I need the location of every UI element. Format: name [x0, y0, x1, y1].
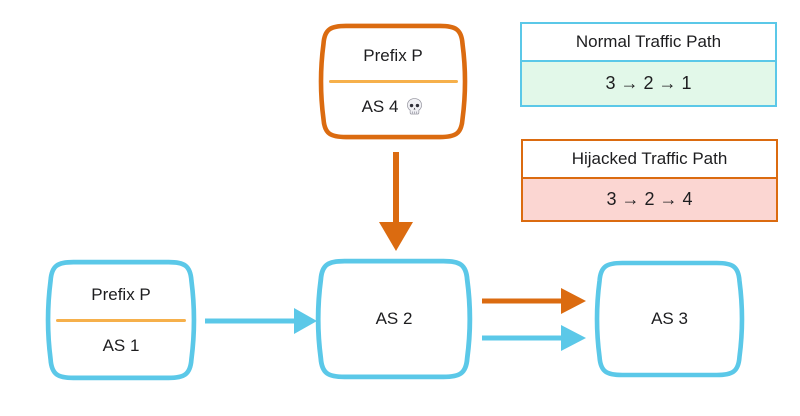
legend-hijacked-title: Hijacked Traffic Path — [523, 141, 776, 177]
node-as1-label: AS 1 — [102, 335, 140, 355]
node-as1-prefix: Prefix P — [91, 284, 151, 304]
skull-icon — [407, 98, 423, 115]
legend-normal-path-value: 3 → 2 → 1 — [522, 60, 775, 105]
node-as2-label: AS 2 — [375, 309, 413, 329]
legend-hijacked-path-value: 3 → 2 → 4 — [523, 177, 776, 220]
node-as3: AS 3 — [594, 259, 745, 379]
node-as4: Prefix P AS 4 — [318, 22, 468, 141]
node-as3-shape — [594, 260, 745, 378]
node-as3-label: AS 3 — [651, 309, 688, 329]
prefix-divider — [328, 80, 458, 83]
arrow-as2-to-as3-normal-icon — [482, 325, 586, 351]
legend-normal-title: Normal Traffic Path — [522, 24, 775, 60]
arrow-as4-to-as2-hijack-icon — [379, 152, 413, 251]
arrow-as2-to-as3-hijacked-icon — [482, 288, 586, 314]
node-as2: AS 2 — [315, 257, 473, 381]
arrow-as1-to-as2-icon — [205, 308, 317, 334]
legend-normal-path: Normal Traffic Path 3 → 2 → 1 — [520, 22, 777, 107]
node-as4-label: AS 4 — [361, 97, 399, 116]
legend-hijacked-path: Hijacked Traffic Path 3 → 2 → 4 — [521, 139, 778, 222]
prefix-divider — [55, 318, 187, 322]
node-as1: Prefix P AS 1 — [45, 258, 197, 382]
node-as2-shape — [315, 258, 473, 380]
node-as4-prefix: Prefix P — [363, 46, 423, 66]
